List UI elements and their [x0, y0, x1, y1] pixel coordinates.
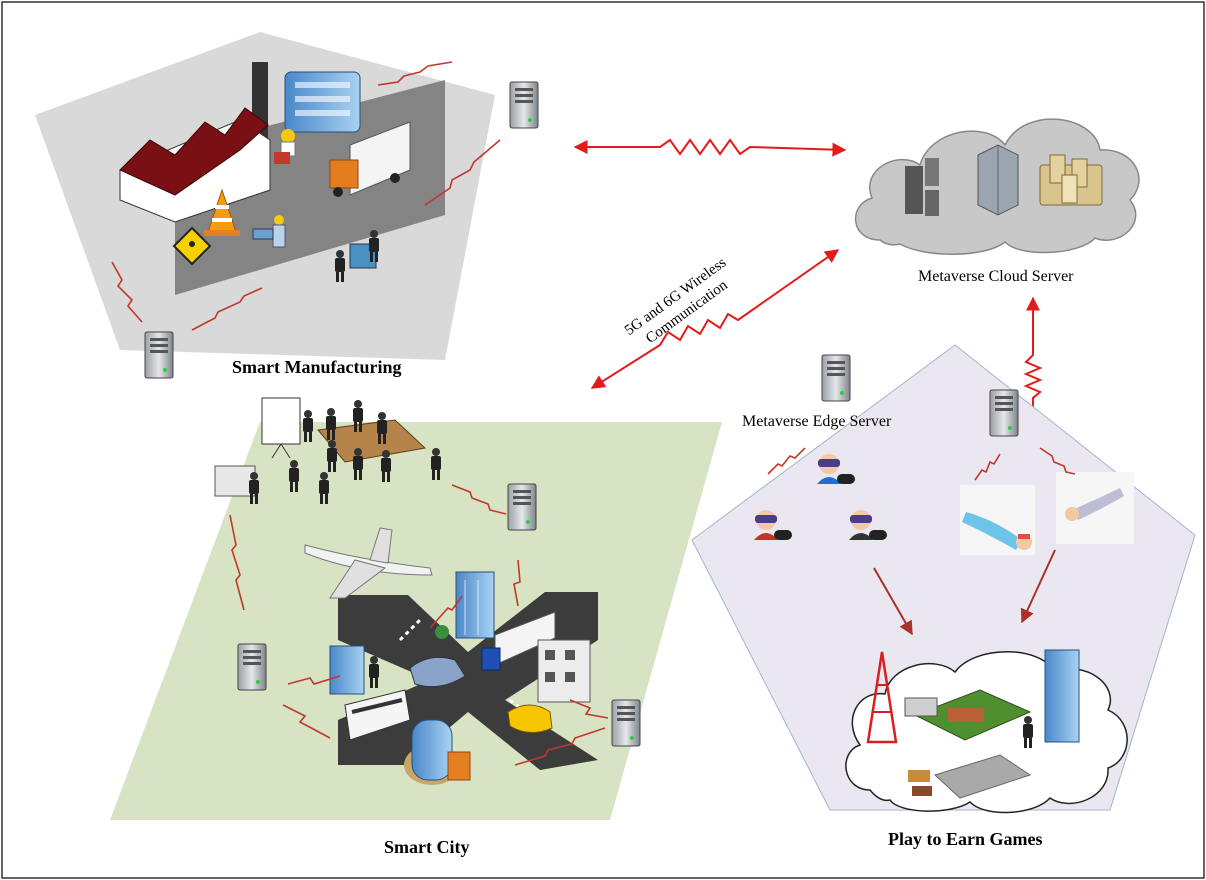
manufacturing-zone [35, 32, 539, 379]
cloud-server-zone [855, 118, 1140, 255]
airplane-icon [304, 527, 433, 599]
server-icon [237, 643, 267, 691]
manufacturing-cloud-link [573, 138, 847, 157]
city-cloud-link [590, 249, 840, 389]
tree-icon [435, 625, 449, 639]
traffic-cone-icon [204, 188, 240, 236]
vr-flyer-icon [1056, 472, 1134, 544]
skyscraper-icon [1044, 649, 1080, 743]
city-zone [110, 397, 722, 820]
construction-sign-icon [172, 226, 212, 266]
edge-server-label: Metaverse Edge Server [742, 413, 892, 430]
server-farm-icon [1039, 154, 1103, 206]
smart-manufacturing-label: Smart Manufacturing [232, 357, 402, 377]
play-to-earn-label: Play to Earn Games [888, 829, 1043, 849]
apartment-building-icon [537, 639, 591, 703]
bus-icon [344, 689, 411, 741]
radio-tower-icon [866, 651, 898, 744]
taxi-icon [507, 704, 553, 733]
round-building-icon [404, 719, 471, 785]
cloud-server-label: Metaverse Cloud Server [918, 268, 1074, 285]
engineer-icon [252, 215, 286, 248]
car-icon [409, 656, 466, 688]
game-map-icon [904, 689, 1032, 741]
city-building-icon [329, 645, 365, 695]
rack-server-icon [905, 158, 939, 216]
server-icon [509, 81, 539, 129]
storage-server-icon [977, 144, 1019, 216]
vr-flyer-icon [960, 485, 1035, 555]
office-building-icon [284, 71, 361, 133]
server-icon [507, 483, 537, 531]
factory-icon [119, 107, 271, 223]
runway-icon [908, 754, 1032, 799]
worker-icon [274, 129, 296, 164]
server-icon [989, 389, 1019, 437]
server-icon [144, 331, 174, 379]
meeting-room-icon [214, 397, 441, 504]
server-icon [821, 354, 851, 402]
office-tower-icon [455, 571, 495, 639]
truck-icon [329, 121, 411, 197]
cloud-edge-link [1023, 296, 1043, 467]
machine-operator-icon [335, 230, 379, 282]
game-world-cloud [845, 649, 1128, 814]
city-truck-icon [481, 611, 556, 671]
server-icon [611, 699, 641, 747]
smart-city-label: Smart City [384, 837, 469, 857]
